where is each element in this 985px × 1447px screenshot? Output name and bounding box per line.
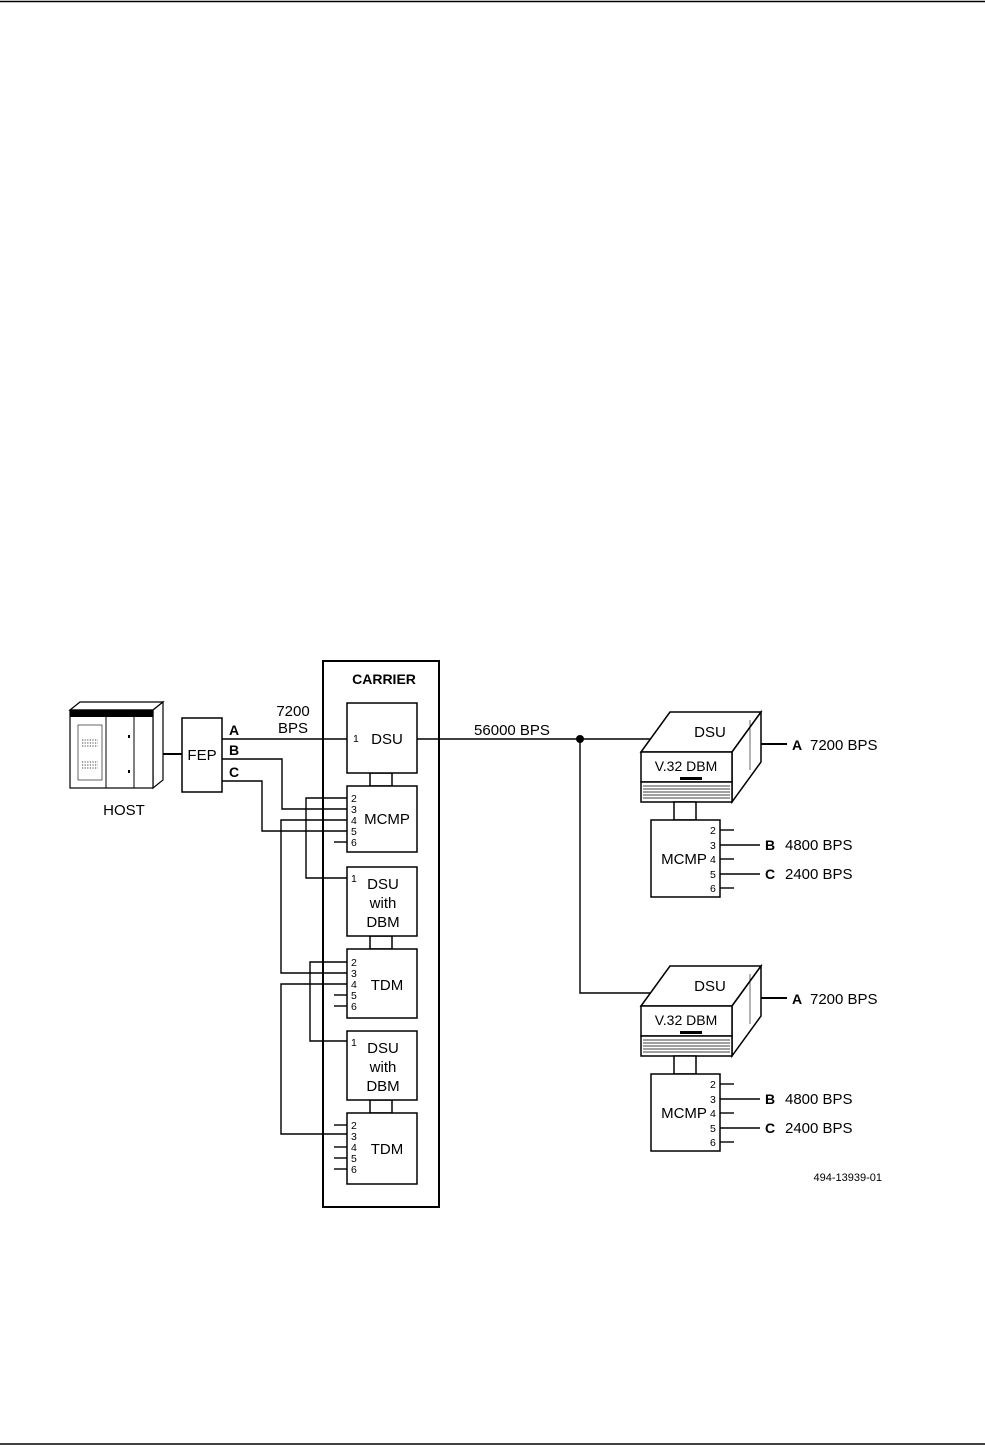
channel-c-label: C [229, 764, 239, 780]
figure-id: 494-13939-01 [813, 1172, 882, 1184]
remote-dsu-1-icon [639, 709, 763, 805]
carrier-dsu-dbm-2-port-1: 1 [351, 1037, 357, 1049]
carrier-dsu-box [346, 702, 418, 774]
carrier-dsu-dbm-1-line-3: DBM [366, 914, 399, 931]
carrier-dsu-dbm-1-line-1: DSU [367, 876, 399, 893]
remote-dbm-2-label: V.32 DBM [655, 1012, 718, 1028]
remote-2-out-a-rate: 7200 BPS [810, 991, 878, 1008]
carrier-dsu-dbm-2-line-1: DSU [367, 1040, 399, 1057]
remote-mcmp-2-port-4: 4 [710, 1108, 716, 1120]
remote-2-out-c-rate: 2400 BPS [785, 1120, 853, 1137]
carrier-tdm-1-port-2: 2 [351, 957, 357, 969]
carrier-mcmp-port-4: 4 [351, 815, 357, 827]
carrier-mcmp-port-6: 6 [351, 837, 357, 849]
carrier-mcmp-label: MCMP [364, 811, 410, 828]
trunk-line [417, 735, 658, 994]
carrier-tdm-1-label: TDM [371, 977, 404, 994]
remote-2-out-a-letter: A [792, 991, 802, 1007]
carrier-tdm-1-box [346, 948, 418, 1019]
remote-mcmp-2-port-6: 6 [710, 1137, 716, 1149]
remote-mcmp-1-port-4: 4 [710, 854, 716, 866]
remote-mcmp-2-port-2: 2 [710, 1079, 716, 1091]
carrier-tdm-2-port-5: 5 [351, 1153, 357, 1165]
carrier-tdm-2-port-2: 2 [351, 1120, 357, 1132]
carrier-dsu-dbm-2-line-3: DBM [366, 1078, 399, 1095]
carrier-dsu-dbm-2-line-2: with [369, 1059, 397, 1076]
carrier-mcmp-port-3: 3 [351, 804, 357, 816]
remote-mcmp-1-port-3: 3 [710, 840, 716, 852]
carrier-tdm-1-port-3: 3 [351, 968, 357, 980]
remote-mcmp-1-port-6: 6 [710, 883, 716, 895]
remote-2-out-c-letter: C [765, 1120, 775, 1136]
fep-label: FEP [187, 747, 216, 764]
remote-1-out-a-rate: 7200 BPS [810, 737, 878, 754]
remote-mcmp-1-box [650, 819, 721, 898]
channel-a-label: A [229, 722, 239, 738]
remote-1-out-c-letter: C [765, 866, 775, 882]
carrier-tdm-2-port-6: 6 [351, 1164, 357, 1176]
remote-dsu-2-label: DSU [694, 978, 726, 995]
fep-box [181, 717, 223, 793]
host-label: HOST [103, 802, 145, 819]
remote-1-out-c-rate: 2400 BPS [785, 866, 853, 883]
remote-dsu-2-icon [639, 963, 763, 1059]
remote-2-out-b-rate: 4800 BPS [785, 1091, 853, 1108]
carrier-mcmp-box [346, 785, 418, 853]
carrier-dsu-port-1: 1 [353, 733, 359, 745]
carrier-tdm-1-port-6: 6 [351, 1001, 357, 1013]
carrier-dsu-dbm-1-port-1: 1 [351, 873, 357, 885]
link-rate-label: 56000 BPS [474, 722, 550, 739]
carrier-dsu-dbm-2-box [346, 1030, 418, 1101]
remote-mcmp-2-label: MCMP [661, 1105, 707, 1122]
host-computer-icon [68, 700, 165, 790]
carrier-tdm-2-box [346, 1112, 418, 1185]
carrier-tdm-1-port-5: 5 [351, 990, 357, 1002]
fep-wiring [222, 738, 347, 832]
rate-label-top: 7200 [276, 703, 309, 720]
remote-dbm-1-label: V.32 DBM [655, 758, 718, 774]
remote-site-2: DSU V.32 DBM A 7200 BPS MCMP 2 3 4 5 6 B… [639, 963, 878, 1152]
remote-1-out-a-letter: A [792, 737, 802, 753]
remote-mcmp-1-label: MCMP [661, 851, 707, 868]
cross-connect-wiring [280, 797, 347, 1170]
carrier-dsu-dbm-1-line-2: with [369, 895, 397, 912]
carrier-tdm-2-port-4: 4 [351, 1142, 357, 1154]
remote-dsu-1-label: DSU [694, 724, 726, 741]
remote-mcmp-2-port-5: 5 [710, 1123, 716, 1135]
remote-mcmp-1-port-5: 5 [710, 869, 716, 881]
remote-1-out-b-letter: B [765, 837, 775, 853]
remote-1-connector [673, 801, 697, 821]
carrier-tdm-2-port-3: 3 [351, 1131, 357, 1143]
carrier-dsu-dbm-1-box [346, 866, 418, 937]
carrier-tdm-1-port-4: 4 [351, 979, 357, 991]
carrier-dsu-label: DSU [371, 731, 403, 748]
carrier-mcmp-port-2: 2 [351, 793, 357, 805]
carrier-label: CARRIER [352, 671, 416, 687]
channel-b-label: B [229, 742, 239, 758]
remote-mcmp-2-port-3: 3 [710, 1094, 716, 1106]
remote-2-out-b-letter: B [765, 1091, 775, 1107]
remote-2-connector [673, 1055, 697, 1075]
rate-label-bottom: BPS [278, 720, 308, 737]
carrier-tdm-2-label: TDM [371, 1141, 404, 1158]
remote-site-1: DSU V.32 DBM A 7200 BPS MCMP 2 3 4 5 6 B… [639, 709, 878, 898]
remote-mcmp-1-port-2: 2 [710, 825, 716, 837]
carrier-mcmp-port-5: 5 [351, 826, 357, 838]
unit-connectors [369, 772, 393, 1114]
remote-1-out-b-rate: 4800 BPS [785, 837, 853, 854]
